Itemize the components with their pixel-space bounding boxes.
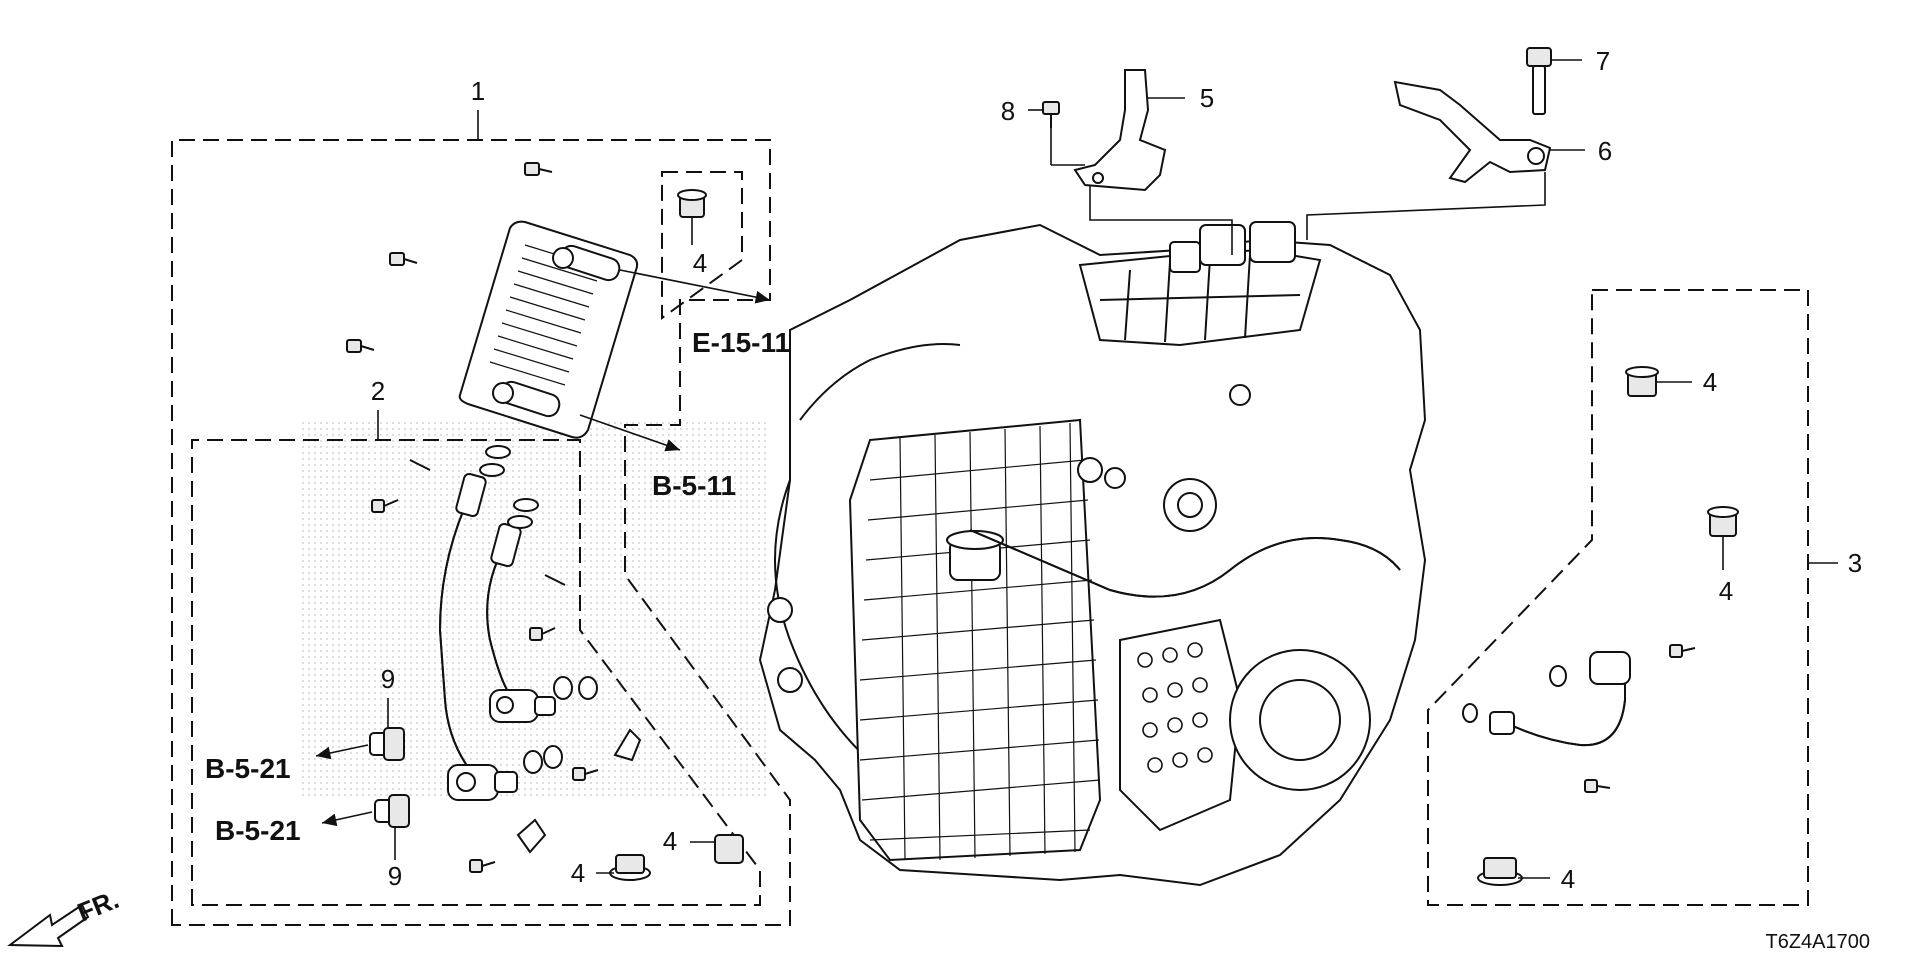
callout-3: 3 bbox=[1848, 548, 1862, 578]
plug-4-right-top bbox=[1625, 366, 1692, 397]
fitting-9-lower bbox=[374, 794, 410, 860]
bracket-6 bbox=[1393, 80, 1585, 184]
cooler-bolt-2 bbox=[389, 252, 418, 266]
front-direction-arrow-icon: FR. bbox=[7, 884, 123, 948]
bracket-5 bbox=[1073, 69, 1185, 192]
callout-4-bottom-right: 4 bbox=[663, 826, 677, 856]
group-box-4-top bbox=[661, 171, 743, 320]
callout-5: 5 bbox=[1200, 83, 1214, 113]
callout-9-lower: 9 bbox=[388, 861, 402, 891]
oil-pipe-assembly bbox=[371, 445, 642, 873]
callout-4-top: 4 bbox=[693, 248, 707, 278]
cooler-bolt-1 bbox=[524, 162, 553, 176]
cooler-bolt-3 bbox=[346, 339, 375, 353]
callout-6: 6 bbox=[1598, 136, 1612, 166]
ref-e-15-11: E-15-11 bbox=[692, 327, 790, 358]
bracket-leader-lines bbox=[1089, 172, 1546, 255]
reference-arrows bbox=[315, 269, 771, 827]
callout-4-right-mid: 4 bbox=[1719, 576, 1733, 606]
plug-4-bottom-left bbox=[596, 854, 651, 881]
callout-1: 1 bbox=[471, 76, 485, 106]
group-box-2 bbox=[191, 410, 761, 906]
callout-7: 7 bbox=[1596, 46, 1610, 76]
transmission-assembly bbox=[758, 221, 1427, 887]
ref-b-5-11: B-5-11 bbox=[652, 470, 736, 501]
callout-2: 2 bbox=[371, 376, 385, 406]
callout-4-bottom-left: 4 bbox=[571, 858, 585, 888]
diagram-code: T6Z4A1700 bbox=[1765, 931, 1870, 953]
bolt-8 bbox=[1028, 101, 1085, 166]
group-box-1 bbox=[171, 110, 791, 926]
fitting-9-upper bbox=[369, 698, 405, 761]
callout-9-upper: 9 bbox=[381, 664, 395, 694]
plug-4-right-bottom bbox=[1477, 857, 1550, 886]
bolt-7 bbox=[1526, 47, 1582, 115]
atf-cooler bbox=[458, 220, 639, 439]
ref-b-5-21-upper: B-5-21 bbox=[205, 753, 291, 784]
ref-b-5-21-lower: B-5-21 bbox=[215, 815, 301, 846]
callout-8: 8 bbox=[1001, 96, 1015, 126]
plug-4-top bbox=[677, 189, 707, 245]
plug-4-right-mid bbox=[1707, 506, 1739, 570]
plug-4-bottom-right bbox=[690, 834, 744, 864]
right-oil-hose bbox=[1462, 644, 1696, 793]
callout-4-right-top: 4 bbox=[1703, 367, 1717, 397]
callout-4-right-bottom: 4 bbox=[1561, 864, 1575, 894]
group-box-3 bbox=[1427, 289, 1838, 906]
